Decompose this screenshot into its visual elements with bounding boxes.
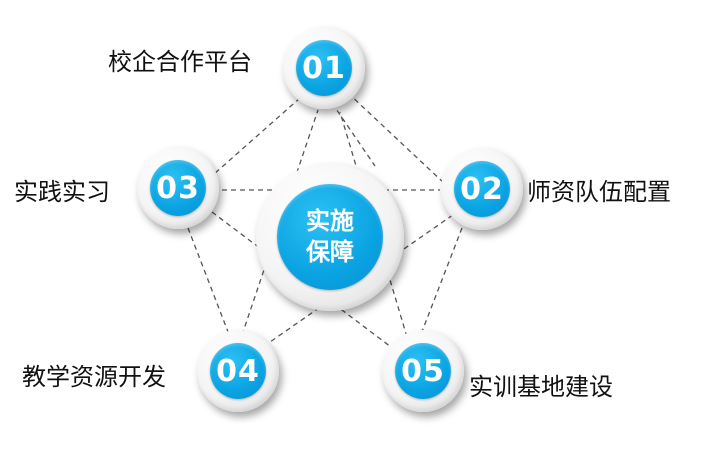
node-02-badge: 02 [454,161,510,217]
center-title-line1: 实施 [306,207,354,235]
center-title-line2: 保障 [306,238,354,266]
connector-01-05 [331,102,376,167]
connector-02-05 [417,227,463,343]
center-node: 实施 保障 [256,163,404,311]
node-01-label: 校企合作平台 [108,48,252,76]
connector-03-05 [211,211,396,351]
node-03: 03 [137,147,219,229]
connector-02-04 [269,209,461,343]
node-05-label: 实训基地建设 [469,373,613,401]
node-01: 01 [283,27,365,109]
node-02: 02 [441,148,523,230]
center-core: 实施 保障 [277,184,383,290]
connector-01-02 [347,92,446,185]
node-01-badge: 01 [296,40,352,96]
node-04: 04 [197,330,279,412]
node-02-label: 师资队伍配置 [527,178,671,206]
node-03-badge: 03 [150,160,206,216]
node-04-badge: 04 [210,343,266,399]
connector-03-04 [187,227,231,338]
node-05-badge: 05 [395,343,451,399]
node-03-label: 实践实习 [14,178,110,206]
node-05: 05 [382,330,464,412]
node-04-label: 教学资源开发 [22,363,166,391]
connector-01-03 [204,97,301,183]
